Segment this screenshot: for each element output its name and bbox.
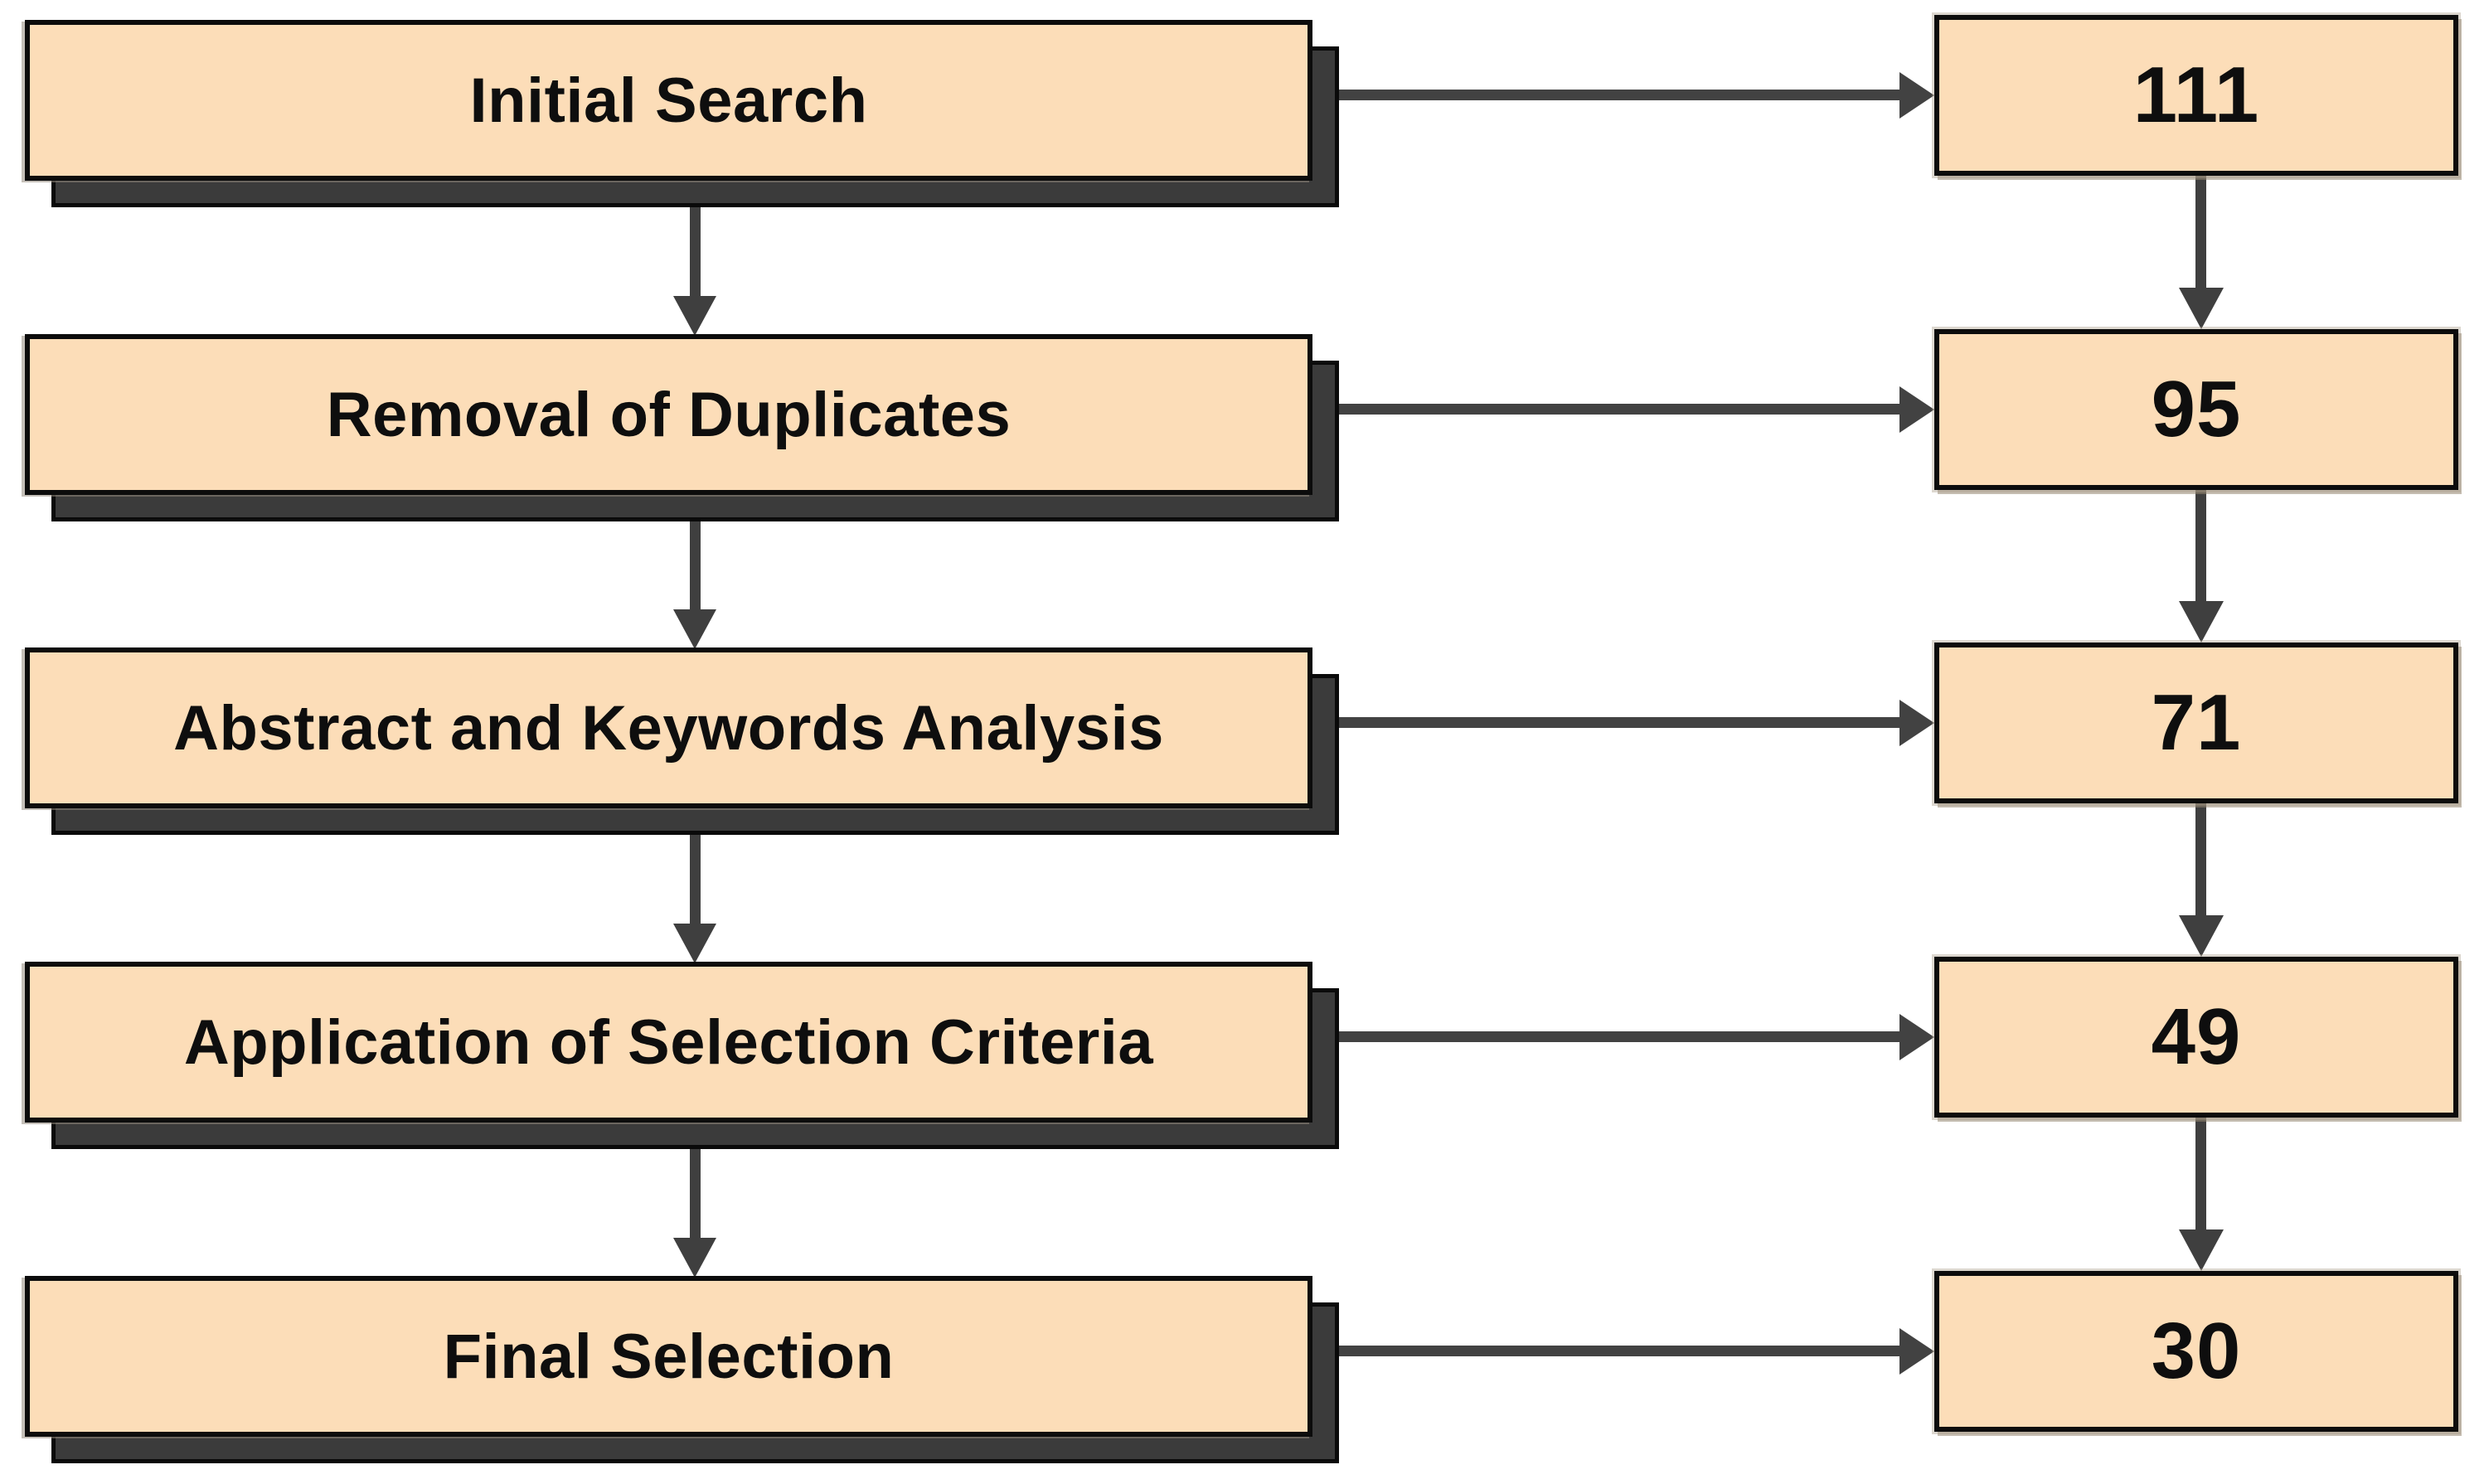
stage-label: Abstract and Keywords Analysis <box>173 692 1164 764</box>
down-arrow-head-icon <box>673 609 716 649</box>
stage-box-initial-search: Initial Search <box>25 20 1312 181</box>
flow-row-3: Abstract and Keywords Analysis 71 <box>0 643 2484 835</box>
count-box: 71 <box>1934 643 2458 803</box>
count-value: 71 <box>2151 678 2242 767</box>
down-arrow-head-icon <box>673 296 716 336</box>
count-value: 49 <box>2151 992 2242 1081</box>
count-value: 30 <box>2151 1307 2242 1395</box>
arrow-stem <box>1322 717 1903 728</box>
count-box: 30 <box>1934 1271 2458 1432</box>
right-arrow <box>1322 386 1938 433</box>
right-arrow <box>1322 1014 1938 1060</box>
stage-label: Final Selection <box>443 1321 895 1392</box>
down-arrow-head-icon <box>673 1238 716 1278</box>
down-arrow-stem <box>2195 803 2206 919</box>
count-box: 95 <box>1934 329 2458 490</box>
stage-label: Application of Selection Criteria <box>183 1006 1154 1078</box>
down-arrow-head-icon <box>2179 1229 2224 1271</box>
stage-box-final-selection: Final Selection <box>25 1276 1312 1437</box>
count-value: 95 <box>2151 365 2242 453</box>
down-arrow-stem <box>690 181 701 298</box>
down-arrow-stem <box>690 808 701 925</box>
flow-row-2: Removal of Duplicates 95 <box>0 329 2484 521</box>
arrow-stem <box>1322 90 1903 100</box>
count-box: 49 <box>1934 957 2458 1118</box>
arrow-head-icon <box>1899 386 1934 433</box>
down-arrow-stem <box>2195 176 2206 291</box>
count-value: 111 <box>2132 51 2260 139</box>
down-arrow-head-icon <box>673 924 716 963</box>
down-arrow-stem <box>690 495 701 611</box>
stage-box-removal-of-duplicates: Removal of Duplicates <box>25 334 1312 495</box>
right-arrow <box>1322 72 1938 119</box>
down-arrow-head-icon <box>2179 915 2224 957</box>
down-arrow-head-icon <box>2179 601 2224 643</box>
arrow-stem <box>1322 1031 1903 1042</box>
right-arrow <box>1322 1328 1938 1375</box>
flow-row-5: Final Selection 30 <box>0 1271 2484 1463</box>
arrow-head-icon <box>1899 72 1934 119</box>
arrow-head-icon <box>1899 1328 1934 1375</box>
arrow-stem <box>1322 1346 1903 1356</box>
right-arrow <box>1322 700 1938 746</box>
stage-box-abstract-keywords-analysis: Abstract and Keywords Analysis <box>25 647 1312 808</box>
down-arrow-head-icon <box>2179 288 2224 329</box>
stage-label: Removal of Duplicates <box>326 379 1012 450</box>
stage-label: Initial Search <box>469 65 868 136</box>
count-box: 111 <box>1934 15 2458 176</box>
arrow-head-icon <box>1899 1014 1934 1060</box>
down-arrow-stem <box>2195 1118 2206 1233</box>
arrow-stem <box>1322 404 1903 415</box>
arrow-head-icon <box>1899 700 1934 746</box>
down-arrow-stem <box>2195 490 2206 604</box>
stage-box-application-selection-criteria: Application of Selection Criteria <box>25 962 1312 1123</box>
flow-row-1: Initial Search 111 <box>0 15 2484 207</box>
down-arrow-stem <box>690 1123 701 1239</box>
flow-row-4: Application of Selection Criteria 49 <box>0 957 2484 1149</box>
